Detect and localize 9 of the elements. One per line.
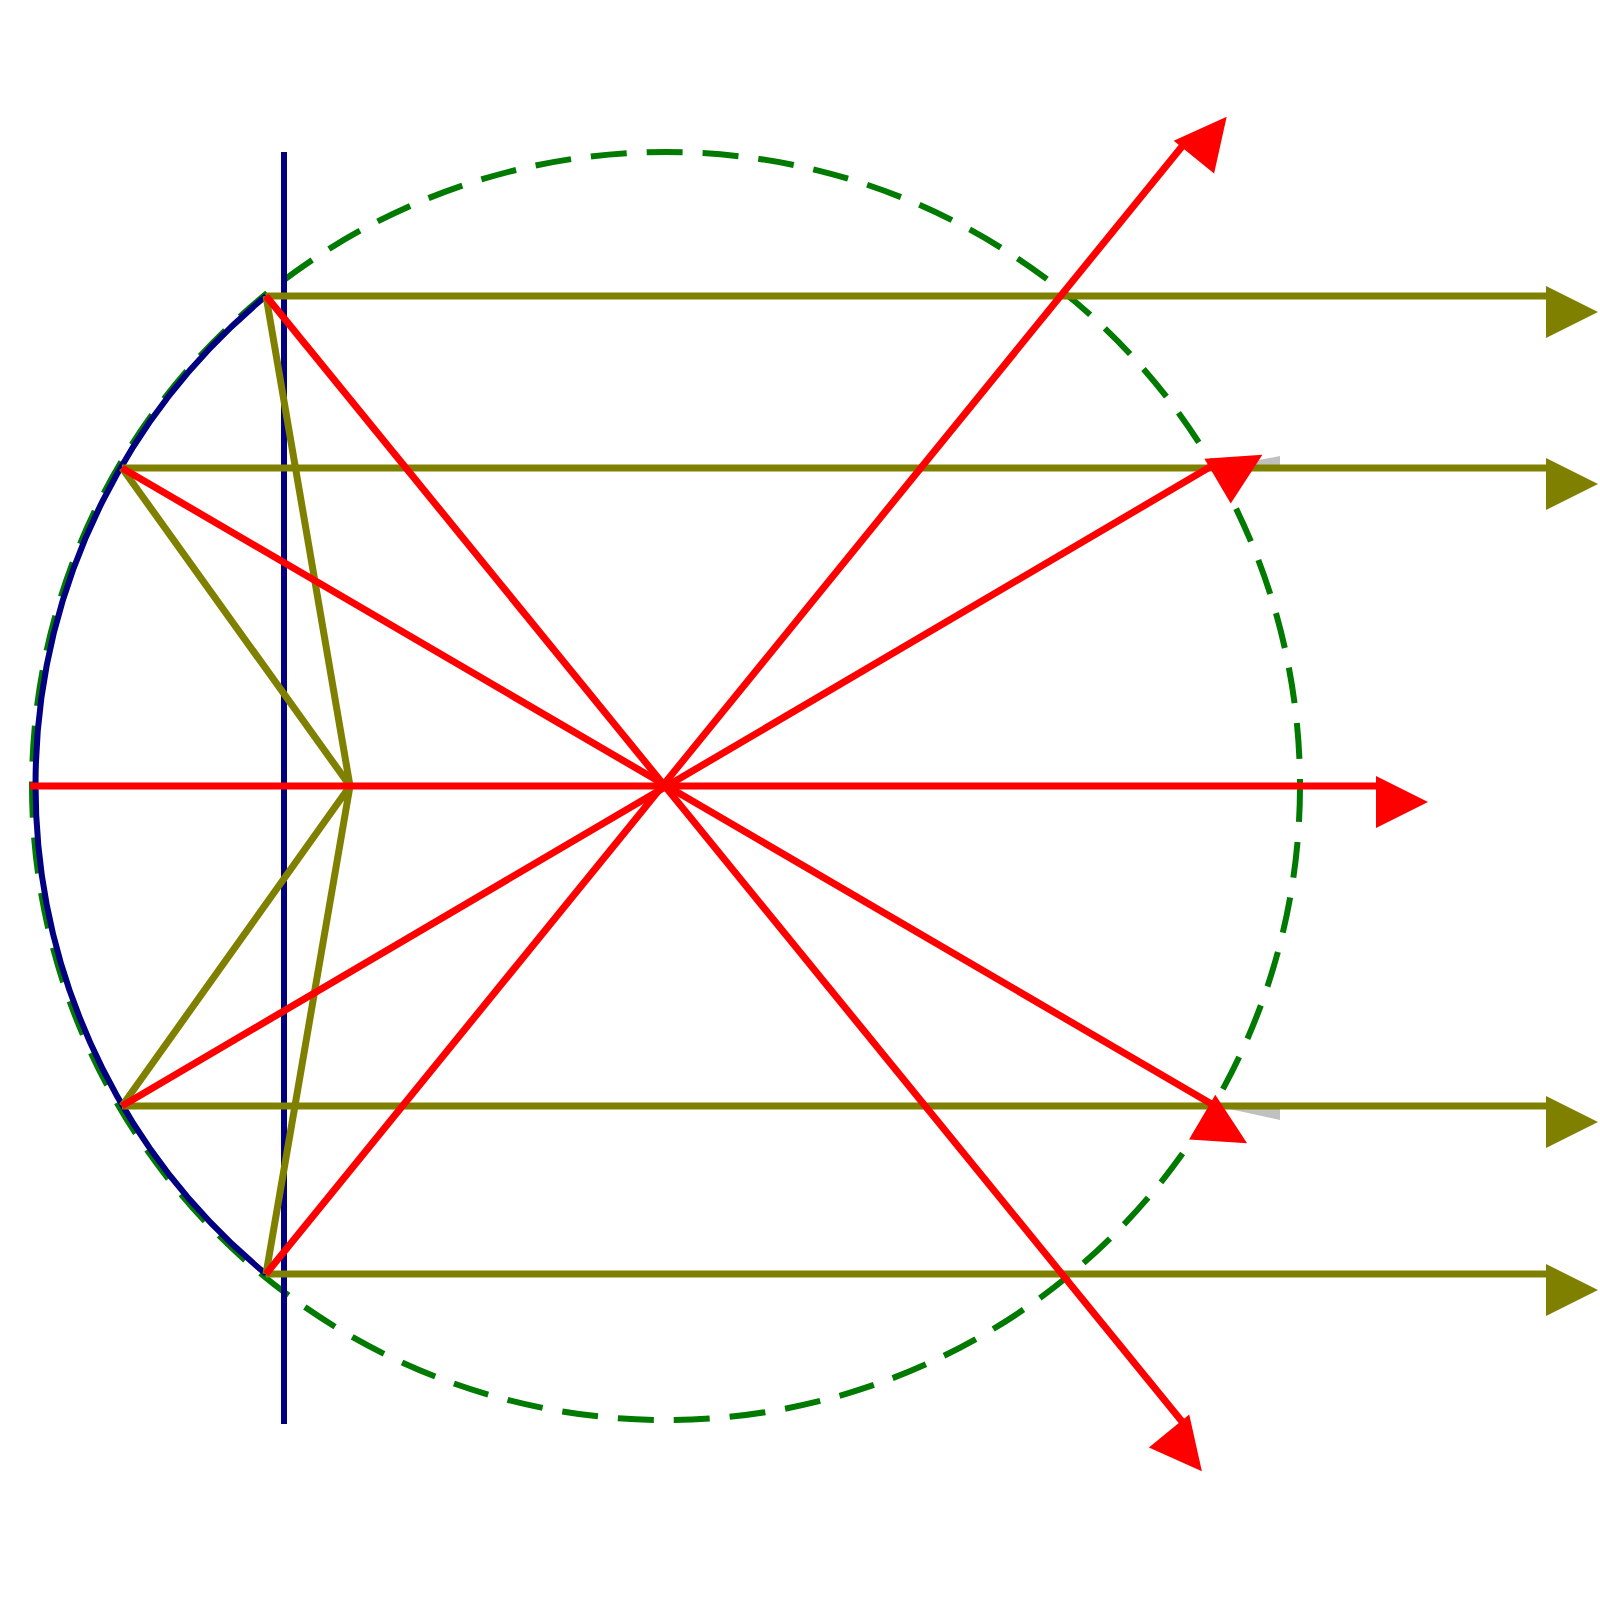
- light-ray: [263, 293, 1202, 1472]
- reference-circle: [29, 149, 1303, 1423]
- light-ray: [266, 286, 1598, 338]
- mirror-arc: [32, 293, 269, 1277]
- light-ray: [263, 116, 1227, 1277]
- light-ray: [122, 458, 1598, 510]
- light-ray: [122, 1096, 1598, 1148]
- light-ray: [30, 776, 1428, 828]
- light-ray: [266, 1264, 1598, 1316]
